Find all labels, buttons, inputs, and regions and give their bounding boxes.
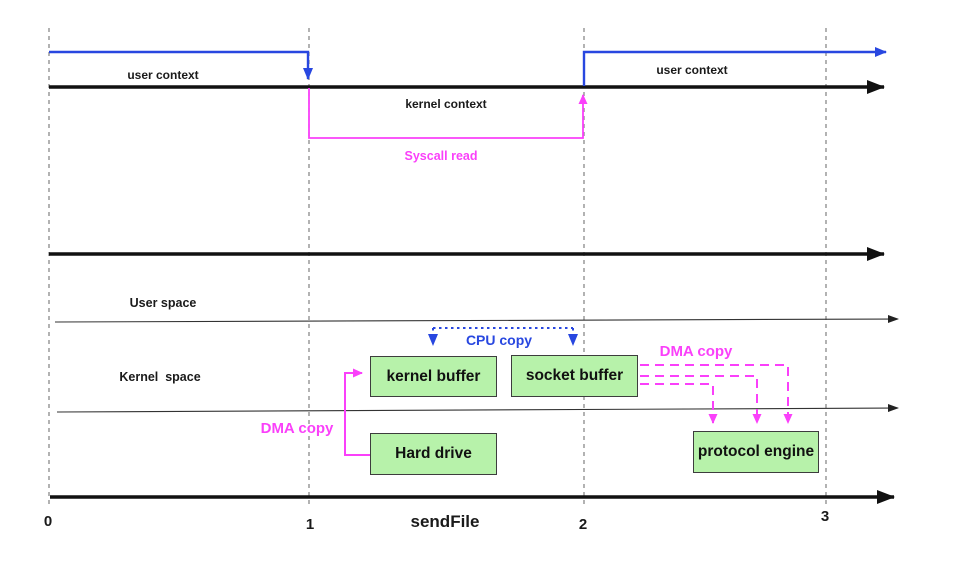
axis-tick-0: 0 bbox=[43, 513, 53, 530]
kernel-context-label: kernel context bbox=[405, 97, 487, 111]
user-space-line bbox=[54, 315, 899, 324]
kernel-buffer-box: kernel buffer bbox=[370, 356, 497, 397]
axis-tick-1: 1 bbox=[305, 516, 315, 533]
axis-title: sendFile bbox=[410, 512, 480, 531]
user-context-label-right: user context bbox=[656, 63, 728, 77]
socket-buffer-box: socket buffer bbox=[511, 355, 638, 397]
cpu-copy-label: CPU copy bbox=[465, 332, 533, 348]
user-context-line-left bbox=[49, 50, 313, 80]
dma-copy-arrows-right bbox=[640, 364, 793, 424]
dma-copy-arrow-left bbox=[344, 368, 370, 456]
protocol-engine-box: protocol engine bbox=[693, 431, 819, 473]
user-context-line-right bbox=[582, 47, 887, 86]
syscall-read-label: Syscall read bbox=[404, 149, 478, 163]
axis-tick-3: 3 bbox=[820, 508, 830, 525]
kernel-space-line bbox=[56, 404, 899, 413]
axis-tick-2: 2 bbox=[578, 516, 588, 533]
dma-copy-label-right: DMA copy bbox=[659, 343, 733, 360]
cpu-copy-arrows bbox=[428, 327, 578, 346]
dma-copy-label-left: DMA copy bbox=[260, 420, 334, 437]
syscall-read-line bbox=[308, 88, 588, 139]
user-space-label: User space bbox=[129, 296, 197, 310]
user-context-label-left: user context bbox=[127, 68, 199, 82]
hard-drive-box: Hard drive bbox=[370, 433, 497, 475]
kernel-space-label: Kernel space bbox=[119, 370, 201, 384]
